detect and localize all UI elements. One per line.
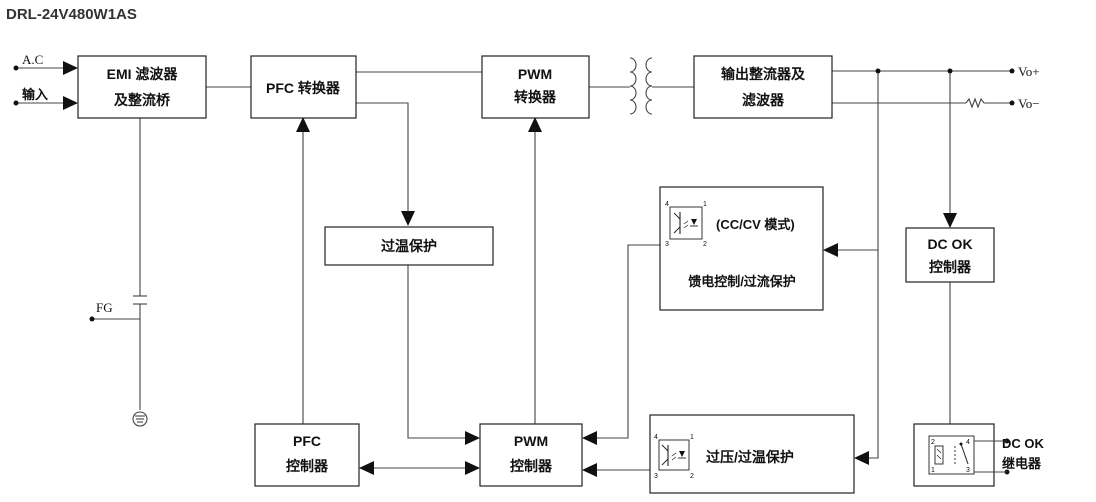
pwm-ctrl-line2: 控制器 [510, 458, 553, 474]
sense-resistor-icon [965, 97, 985, 109]
arrow-pfcctrl-pwmctrl [465, 461, 480, 475]
pwm-conv-line2: 转换器 [514, 89, 557, 105]
terminal-input [13, 100, 19, 106]
arrow-vo-ovp [854, 451, 869, 465]
label-ac: A.C [22, 52, 43, 67]
junction-vo-dcok [947, 68, 953, 74]
arrow-input-emi [63, 96, 78, 110]
opto-pin-1: 1 [690, 434, 694, 441]
opto-pin-4: 4 [665, 201, 669, 208]
terminal-vo-plus [1009, 68, 1015, 74]
pwm-ctrl-line1: PWM [514, 433, 548, 449]
optocoupler-icon: 4 1 3 2 [665, 201, 707, 248]
wires [16, 67, 1012, 471]
emi-line2: 及整流桥 [114, 92, 171, 108]
block-pwm-converter: PWM 转换器 [481, 55, 590, 119]
emi-line1: EMI 滤波器 [107, 66, 179, 82]
block-over-voltage-protection: 4 1 3 2 过压/过温保护 [649, 414, 855, 494]
arrows [13, 61, 1015, 477]
pwm-conv-line1: PWM [518, 66, 552, 82]
fg-capacitor-icon [133, 295, 147, 305]
block-pfc-converter: PFC 转换器 [250, 55, 357, 119]
relay-icon: 2 4 1 3 [928, 435, 975, 475]
opto-pin-2: 2 [703, 241, 707, 248]
block-pwm-controller: PWM 控制器 [479, 423, 583, 487]
block-emi-filter: EMI 滤波器 及整流桥 [77, 55, 207, 119]
relay-pin-2: 2 [931, 439, 935, 446]
wire-fb-pwmctrl [596, 244, 660, 439]
out-rect-line1: 输出整流器及 [721, 66, 806, 82]
label-fg: FG [96, 300, 113, 315]
arrow-pfc-up [296, 117, 310, 132]
opto-pin-1: 1 [703, 201, 707, 208]
block-pfc-controller: PFC 控制器 [254, 423, 360, 487]
earth-ground-icon [132, 411, 148, 427]
relay-label-line1: DC OK [1002, 436, 1045, 451]
relay-pin-3: 3 [966, 467, 970, 474]
wire-pfc-otp [356, 102, 409, 212]
opto-pin-4: 4 [654, 434, 658, 441]
arrow-to-pwmctrl-left [465, 431, 480, 445]
wire-vo-ovp [868, 250, 879, 459]
pfc-conv-label: PFC 转换器 [266, 80, 341, 96]
otp-label: 过温保护 [381, 238, 437, 254]
relay-pin-1: 1 [931, 467, 935, 474]
terminal-vo-minus [1009, 100, 1015, 106]
diagram-title: DRL-24V480W1AS [6, 6, 137, 23]
arrow-ovp-pwmctrl [582, 463, 597, 477]
arrow-otp-down [401, 211, 415, 226]
label-input: 输入 [22, 87, 48, 102]
transformer-icon [629, 57, 653, 115]
dcok-ctrl-line2: 控制器 [929, 259, 972, 275]
pfc-ctrl-line2: 控制器 [286, 458, 329, 474]
opto-pin-3: 3 [665, 241, 669, 248]
arrow-dcok-down [943, 213, 957, 228]
wire-vo-fb [836, 71, 879, 251]
label-vo-minus: Vo− [1018, 96, 1040, 111]
junction-vo-fb [875, 68, 881, 74]
label-vo-plus: Vo+ [1018, 64, 1040, 79]
dcok-ctrl-line1: DC OK [927, 236, 972, 252]
arrow-fb-pwmctrl [582, 431, 597, 445]
pfc-ctrl-line1: PFC [293, 433, 321, 449]
arrow-ac-emi [63, 61, 78, 75]
arrow-pwm-up [528, 117, 542, 132]
terminal-ac [13, 65, 19, 71]
arrow-pwmctrl-pfcctrl [359, 461, 374, 475]
relay-label-line2: 继电器 [1002, 456, 1042, 471]
block-output-rectifier: 输出整流器及 滤波器 [693, 55, 833, 119]
block-dc-ok-controller: DC OK 控制器 [905, 227, 995, 283]
out-rect-line2: 滤波器 [742, 92, 785, 108]
relay-pin-4: 4 [966, 439, 970, 446]
arrow-vo-fb [823, 243, 838, 257]
optocoupler-icon: 4 1 3 2 [654, 434, 694, 480]
block-feedback-control: 4 1 3 2 (CC/CV 模式) 馈电控制/过流保护 [659, 186, 824, 311]
feedback-label: 馈电控制/过流保护 [688, 274, 796, 289]
opto-pin-3: 3 [654, 473, 658, 480]
wire-otp-pwmctrl [407, 265, 468, 439]
opto-pin-2: 2 [690, 473, 694, 480]
feedback-mode-label: (CC/CV 模式) [716, 217, 795, 232]
block-over-temp-protection: 过温保护 [324, 226, 494, 266]
terminal-fg [89, 316, 95, 322]
block-dc-ok-relay: 2 4 1 3 [913, 423, 995, 487]
ovp-label: 过压/过温保护 [706, 449, 794, 465]
